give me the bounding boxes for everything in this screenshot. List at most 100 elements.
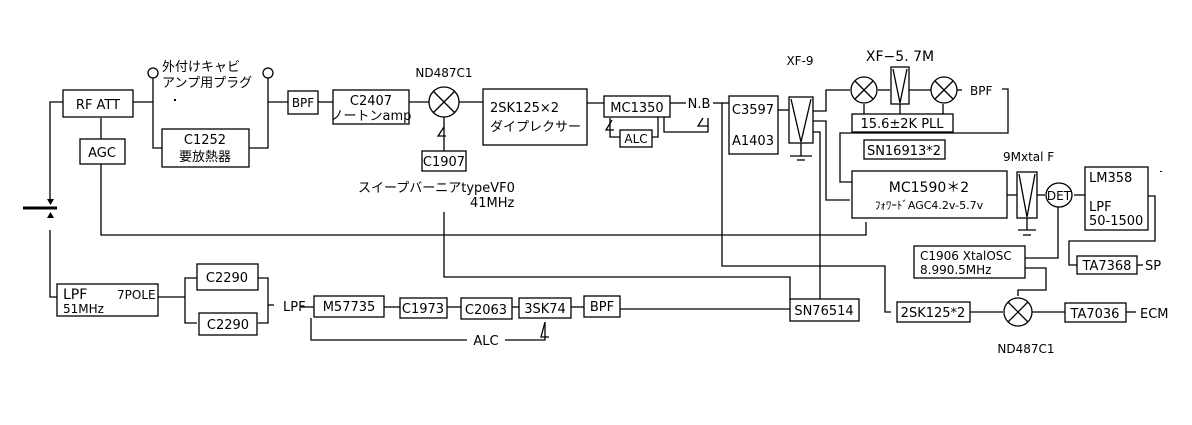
wire-lm358-ta7368 [1068,195,1156,266]
wire-agc-loop [100,164,867,236]
label-bpf-2: BPF [590,300,614,315]
block-c1973 [399,297,448,319]
arrow-3sk74-icon [540,321,549,338]
label-lpf7-2: 51MHz [63,302,104,316]
label-c1973: C1973 [402,302,444,317]
wire-split-right [249,75,269,149]
wire-c1906-mixer2 [1017,267,1047,296]
crystal-filter-xf9-icon [788,96,814,161]
label-ta7036: TA7036 [1070,307,1120,322]
arrow-alc-icon [604,119,614,131]
block-ta7036 [1064,302,1127,323]
wires [49,75,1156,341]
label-lpf7-1: LPF [63,287,87,303]
det-circle [1045,182,1073,208]
crystal-filter-9m-icon [1016,171,1038,236]
wire-xf9-sn76514 [813,131,821,300]
block-sn76514 [789,298,860,322]
label-c1907: C1907 [423,155,465,170]
block-c1252 [161,128,250,168]
label-c2290-a: C2290 [206,271,248,286]
mixer-1-icon [428,86,460,137]
label-bpf-1: BPF [292,96,314,110]
label-alc-1: ALC [624,132,647,146]
label-m57735: M57735 [323,300,376,315]
mixer-2-icon [1003,297,1033,327]
block-bpf-2 [583,295,621,318]
label-alc-2: ALC [473,334,498,349]
wire-antenna-rfatt [49,101,63,200]
block-bpf-1 [287,90,319,115]
label-ecm: ECM [1140,307,1169,322]
wire-c2290-split-left [184,277,197,324]
dot-mark-2 [1160,171,1162,172]
plug-terminal-right-icon [262,67,274,79]
label-pll: 15.6±2K PLL [860,117,944,132]
wire-alc2-right [505,322,546,341]
wire-c2290-split-right [258,277,269,324]
block-lpf-7pole [56,283,159,317]
label-lm358-3: 50-1500 [1089,214,1143,229]
plug-terminal-left-icon [147,67,159,79]
label-nb: N.B [688,97,711,112]
label-bpf-right: BPF [970,84,992,98]
wire-alc2-left [310,318,467,341]
block-mc1590 [851,170,1008,219]
block-pll [851,113,954,133]
wire-alc-loop-right [652,117,659,138]
label-vfo-1: スイープバーニアtypeVF0 [358,181,515,196]
wire-antenna-lpf [49,230,57,298]
label-lm358-1: LM358 [1089,171,1132,186]
label-vfo-2: 41MHz [470,196,515,211]
wire-nb-loop [663,117,709,133]
block-c2407 [332,89,410,125]
arrow-nb-icon [696,117,708,127]
block-diplexer [482,88,588,146]
crystal-filter-xf57-icon [890,66,910,105]
block-3sk74 [518,297,572,319]
label-dpx-1: 2SK125×2 [490,101,559,116]
mixer-3-icon [850,76,878,104]
antenna-switch-icon [23,199,57,218]
block-c2290-b [198,312,258,336]
block-mc1350 [603,95,671,118]
label-agc: AGC [88,146,116,161]
wire-xf9-mc1590 [813,120,850,201]
block-rf-att [62,89,134,118]
label-c1252-2: 要放熱器 [179,150,231,165]
label-xf9: XF-9 [786,54,813,68]
block-lm358 [1084,166,1149,231]
label-c1906-1: C1906 XtalOSC [920,249,1012,263]
block-2sk125x2 [896,301,971,323]
block-c2290-a [196,263,259,291]
label-ext-plug-2: アンプ用プラグ [162,76,252,91]
label-c3597-2: A1403 [732,134,774,149]
label-lm358-2: LPF [1089,200,1112,215]
label-sn76514: SN76514 [794,304,853,319]
mixer-4-icon [930,76,958,104]
wire-xf9-mixer3 [813,89,850,112]
wire-det-c1906 [1025,207,1059,259]
label-c2407-2: ノートンamp [331,109,412,124]
label-c3597-1: C3597 [732,103,774,118]
block-c1907 [421,150,467,172]
label-xtalf: 9Mxtal F [1003,150,1054,164]
label-mixer-2: ND487C1 [997,342,1054,356]
label-ta7368: TA7368 [1082,259,1132,274]
block-m57735 [313,295,385,318]
block-alc-1 [619,129,653,148]
label-2sk125x2: 2SK125*2 [901,306,966,321]
wire-vfo-sn76514 [443,212,791,300]
label-det: DET [1047,189,1072,203]
block-agc [79,138,126,165]
block-c3597 [728,95,779,155]
label-lpf7-pole: 7POLE [117,288,156,302]
label-xf57: XF−5. 7M [866,49,934,65]
label-c2407-1: C2407 [350,94,392,109]
label-sn16913: SN16913*2 [867,144,941,159]
label-mc1350: MC1350 [610,101,663,116]
label-mc1590-1: MC1590＊2 [889,180,969,196]
wire-split-left [152,75,162,149]
label-dpx-2: ダイプレクサー [490,120,581,135]
